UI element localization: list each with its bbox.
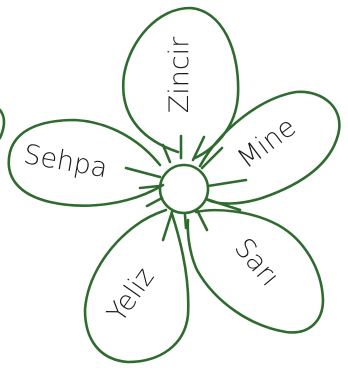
stamen-lines [126, 136, 246, 240]
flower-center [160, 165, 208, 213]
petal-word-sari: Sarı [228, 233, 285, 293]
partial-shape-left-edge [0, 110, 4, 138]
petal-word-sehpa: Sehpa [21, 139, 110, 184]
petal-word-zincir: Zincir [164, 36, 195, 113]
petal-word-mine: Mine [232, 111, 302, 175]
petal-word-yeliz: Yeliz [102, 262, 161, 328]
